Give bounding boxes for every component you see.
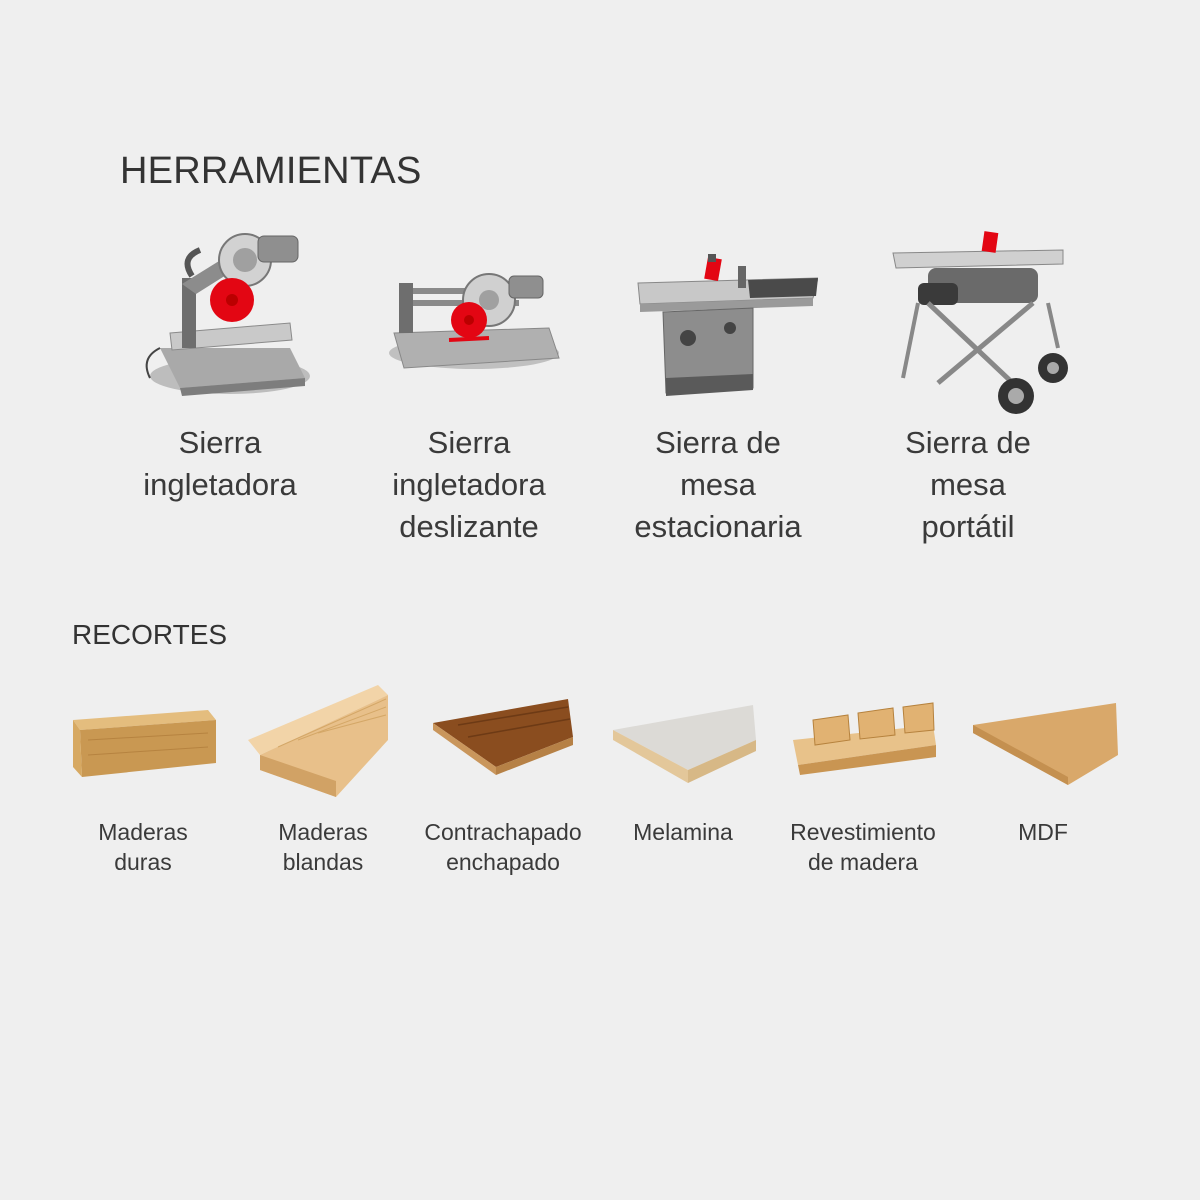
sliding-miter-saw-icon xyxy=(369,228,569,418)
material-hardwood: Maderas duras xyxy=(58,685,228,877)
veneered-plywood-icon xyxy=(428,685,578,805)
mdf-icon xyxy=(968,685,1118,805)
material-veneered-plywood: Contrachapado enchapado xyxy=(418,685,588,877)
material-label: Maderas duras xyxy=(98,819,188,875)
cuts-section-title: RECORTES xyxy=(72,619,228,650)
tool-miter-saw: Sierra ingletadora xyxy=(105,228,335,506)
material-label: Contrachapado enchapado xyxy=(424,819,582,875)
tool-label: Sierra de mesa estacionaria xyxy=(634,425,802,544)
stationary-table-saw-icon xyxy=(618,228,818,418)
hardwood-icon xyxy=(68,685,218,805)
tool-sliding-miter-saw: Sierra ingletadora deslizante xyxy=(354,228,584,548)
tool-label: Sierra de mesa portátil xyxy=(905,425,1031,544)
material-softwood: Maderas blandas xyxy=(238,685,408,877)
material-mdf: MDF xyxy=(958,685,1128,847)
tool-label: Sierra ingletadora xyxy=(143,425,297,502)
tool-label: Sierra ingletadora deslizante xyxy=(392,425,546,544)
material-label: Revestimiento de madera xyxy=(790,819,936,875)
tools-section-title: HERRAMIENTAS xyxy=(120,150,422,192)
portable-table-saw-icon xyxy=(868,228,1068,418)
material-label: Maderas blandas xyxy=(278,819,368,875)
material-wood-cladding: Revestimiento de madera xyxy=(778,685,948,877)
tool-portable-table-saw: Sierra de mesa portátil xyxy=(853,228,1083,548)
melamine-icon xyxy=(608,685,758,805)
miter-saw-icon xyxy=(120,228,320,418)
wood-cladding-icon xyxy=(788,685,938,805)
material-label: MDF xyxy=(1018,819,1068,845)
softwood-icon xyxy=(248,685,398,805)
material-label: Melamina xyxy=(633,819,733,845)
material-melamine: Melamina xyxy=(598,685,768,847)
tool-stationary-table-saw: Sierra de mesa estacionaria xyxy=(603,228,833,548)
